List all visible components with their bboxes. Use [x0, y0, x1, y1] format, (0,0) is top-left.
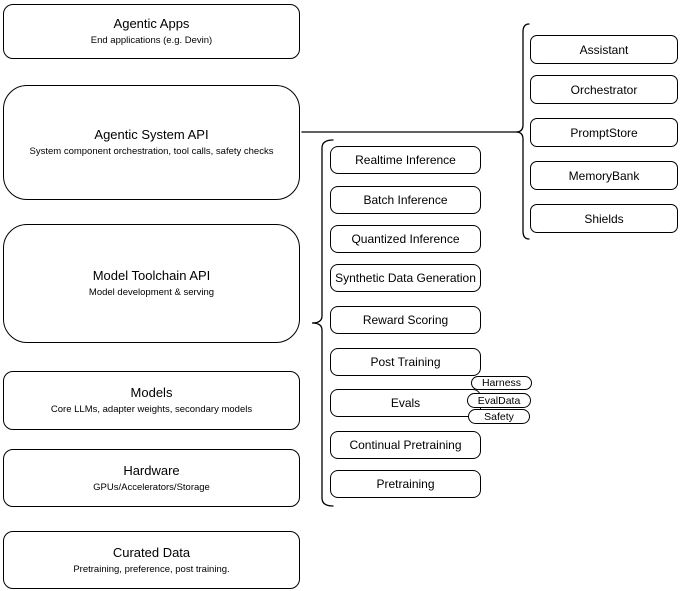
node-model-toolchain-api: Model Toolchain API Model development & …: [3, 224, 300, 343]
node-title: Agentic Apps: [113, 16, 190, 31]
node-assistant: Assistant: [530, 35, 678, 64]
node-label: Assistant: [579, 42, 629, 57]
node-label: Reward Scoring: [362, 313, 449, 327]
node-promptstore: PromptStore: [530, 118, 678, 147]
node-memorybank: MemoryBank: [530, 161, 678, 190]
node-label: Batch Inference: [363, 193, 448, 207]
brace-toolchain-group-icon: [311, 139, 334, 507]
node-orchestrator: Orchestrator: [530, 75, 678, 104]
node-subtitle: Core LLMs, adapter weights, secondary mo…: [50, 404, 253, 415]
node-shields: Shields: [530, 204, 678, 233]
node-realtime-inference: Realtime Inference: [330, 146, 481, 174]
node-title: Curated Data: [112, 544, 191, 560]
node-subtitle: System component orchestration, tool cal…: [29, 146, 274, 157]
node-evals: Evals: [330, 389, 481, 417]
node-label: Post Training: [370, 355, 441, 369]
node-continual-pretraining: Continual Pretraining: [330, 431, 481, 459]
node-label: Evals: [390, 396, 421, 410]
node-subtitle: GPUs/Accelerators/Storage: [93, 481, 210, 493]
node-label: MemoryBank: [568, 168, 640, 183]
brace-system-group-icon: [515, 23, 530, 240]
node-evals-safety: Safety: [468, 409, 530, 424]
node-title: Model Toolchain API: [92, 268, 211, 283]
node-label: Pretraining: [376, 477, 435, 491]
node-label: Realtime Inference: [355, 153, 456, 167]
node-label: Orchestrator: [570, 82, 638, 97]
node-curated-data: Curated Data Pretraining, preference, po…: [3, 531, 300, 589]
node-batch-inference: Batch Inference: [330, 186, 481, 214]
node-label: Quantized Inference: [351, 232, 460, 246]
node-title: Hardware: [123, 462, 180, 478]
node-post-training: Post Training: [330, 348, 481, 376]
node-label: Safety: [484, 410, 514, 423]
node-models: Models Core LLMs, adapter weights, secon…: [3, 371, 300, 430]
node-subtitle: Model development & serving: [88, 287, 215, 298]
node-evals-harness: Harness: [471, 376, 532, 390]
node-label: PromptStore: [570, 125, 638, 140]
node-subtitle: End applications (e.g. Devin): [90, 35, 213, 46]
node-label: Continual Pretraining: [349, 438, 462, 452]
node-hardware: Hardware GPUs/Accelerators/Storage: [3, 449, 300, 507]
node-subtitle: Pretraining, preference, post training.: [73, 563, 230, 575]
node-title: Models: [130, 385, 173, 400]
node-label: EvalData: [477, 394, 521, 407]
node-pretraining: Pretraining: [330, 470, 481, 498]
node-agentic-apps: Agentic Apps End applications (e.g. Devi…: [3, 4, 300, 59]
node-label: Harness: [481, 377, 522, 389]
node-quantized-inference: Quantized Inference: [330, 225, 481, 253]
node-agentic-system-api: Agentic System API System component orch…: [3, 85, 300, 200]
node-label: Shields: [584, 211, 624, 226]
node-reward-scoring: Reward Scoring: [330, 306, 481, 334]
node-label: Synthetic Data Generation: [335, 271, 476, 285]
node-evals-evaldata: EvalData: [467, 393, 531, 408]
node-synthetic-data-generation: Synthetic Data Generation: [330, 264, 481, 292]
node-title: Agentic System API: [94, 127, 209, 142]
